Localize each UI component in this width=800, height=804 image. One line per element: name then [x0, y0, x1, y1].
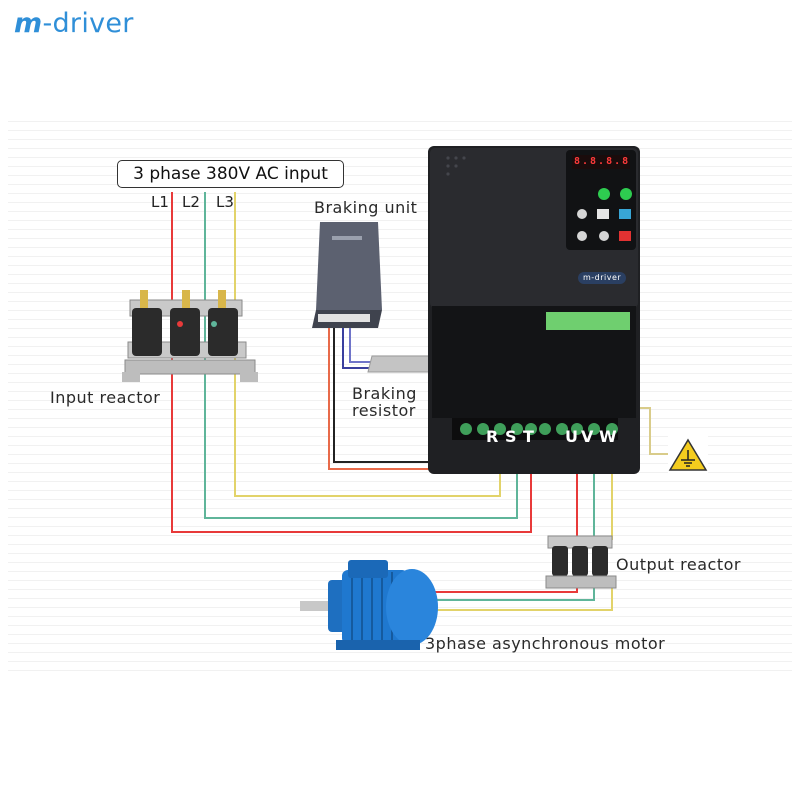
fwd-key[interactable]: [620, 188, 632, 200]
output-reactor: [545, 535, 617, 589]
wire-resistor-a: [342, 320, 372, 369]
braking-unit-label: Braking unit: [314, 198, 418, 217]
terminal-t: T: [523, 427, 534, 446]
input-reactor: [122, 290, 258, 382]
up-key[interactable]: [577, 209, 587, 219]
phase-label-l2: L2: [182, 193, 200, 211]
ac-input-label: 3 phase 380V AC input: [117, 160, 344, 188]
braking-resistor-label-1: Braking: [352, 384, 417, 403]
led-display: [572, 155, 630, 169]
input-reactor-label: Input reactor: [50, 388, 161, 407]
stop-key[interactable]: [619, 231, 631, 241]
braking-unit: [312, 222, 382, 328]
terminal-v: V: [581, 427, 594, 446]
control-terminal-block: [546, 312, 630, 330]
prog-key[interactable]: [597, 209, 609, 219]
output-reactor-label: Output reactor: [616, 555, 741, 574]
terminal-r: R: [486, 427, 499, 446]
ground-warning-icon: [668, 436, 708, 474]
motor: [300, 560, 438, 650]
run-key[interactable]: [598, 188, 610, 200]
terminal-u: U: [565, 427, 578, 446]
down-key[interactable]: [577, 231, 587, 241]
terminal-s: S: [505, 427, 517, 446]
keypad-panel: [566, 150, 636, 250]
wire-resistor-b: [349, 320, 372, 363]
motor-label: 3phase asynchronous motor: [425, 634, 666, 653]
inverter: [428, 146, 640, 474]
device-brand-text: m-driver: [583, 273, 622, 282]
display-readout: 8.8.8.8: [574, 156, 631, 167]
phase-label-l1: L1: [151, 193, 169, 211]
logo-text: -driver: [42, 8, 134, 39]
logo-mark: m: [14, 8, 43, 39]
braking-resistor-label-2: resistor: [352, 401, 416, 420]
enter-key[interactable]: [619, 209, 631, 219]
phase-label-l3: L3: [216, 193, 234, 211]
brand-logo: m-driver: [14, 8, 134, 39]
vent-grille: [446, 156, 466, 176]
brand-badge: [578, 272, 626, 284]
wire-motor-w: [380, 578, 613, 611]
terminal-w: W: [599, 427, 617, 446]
shift-key[interactable]: [599, 231, 609, 241]
